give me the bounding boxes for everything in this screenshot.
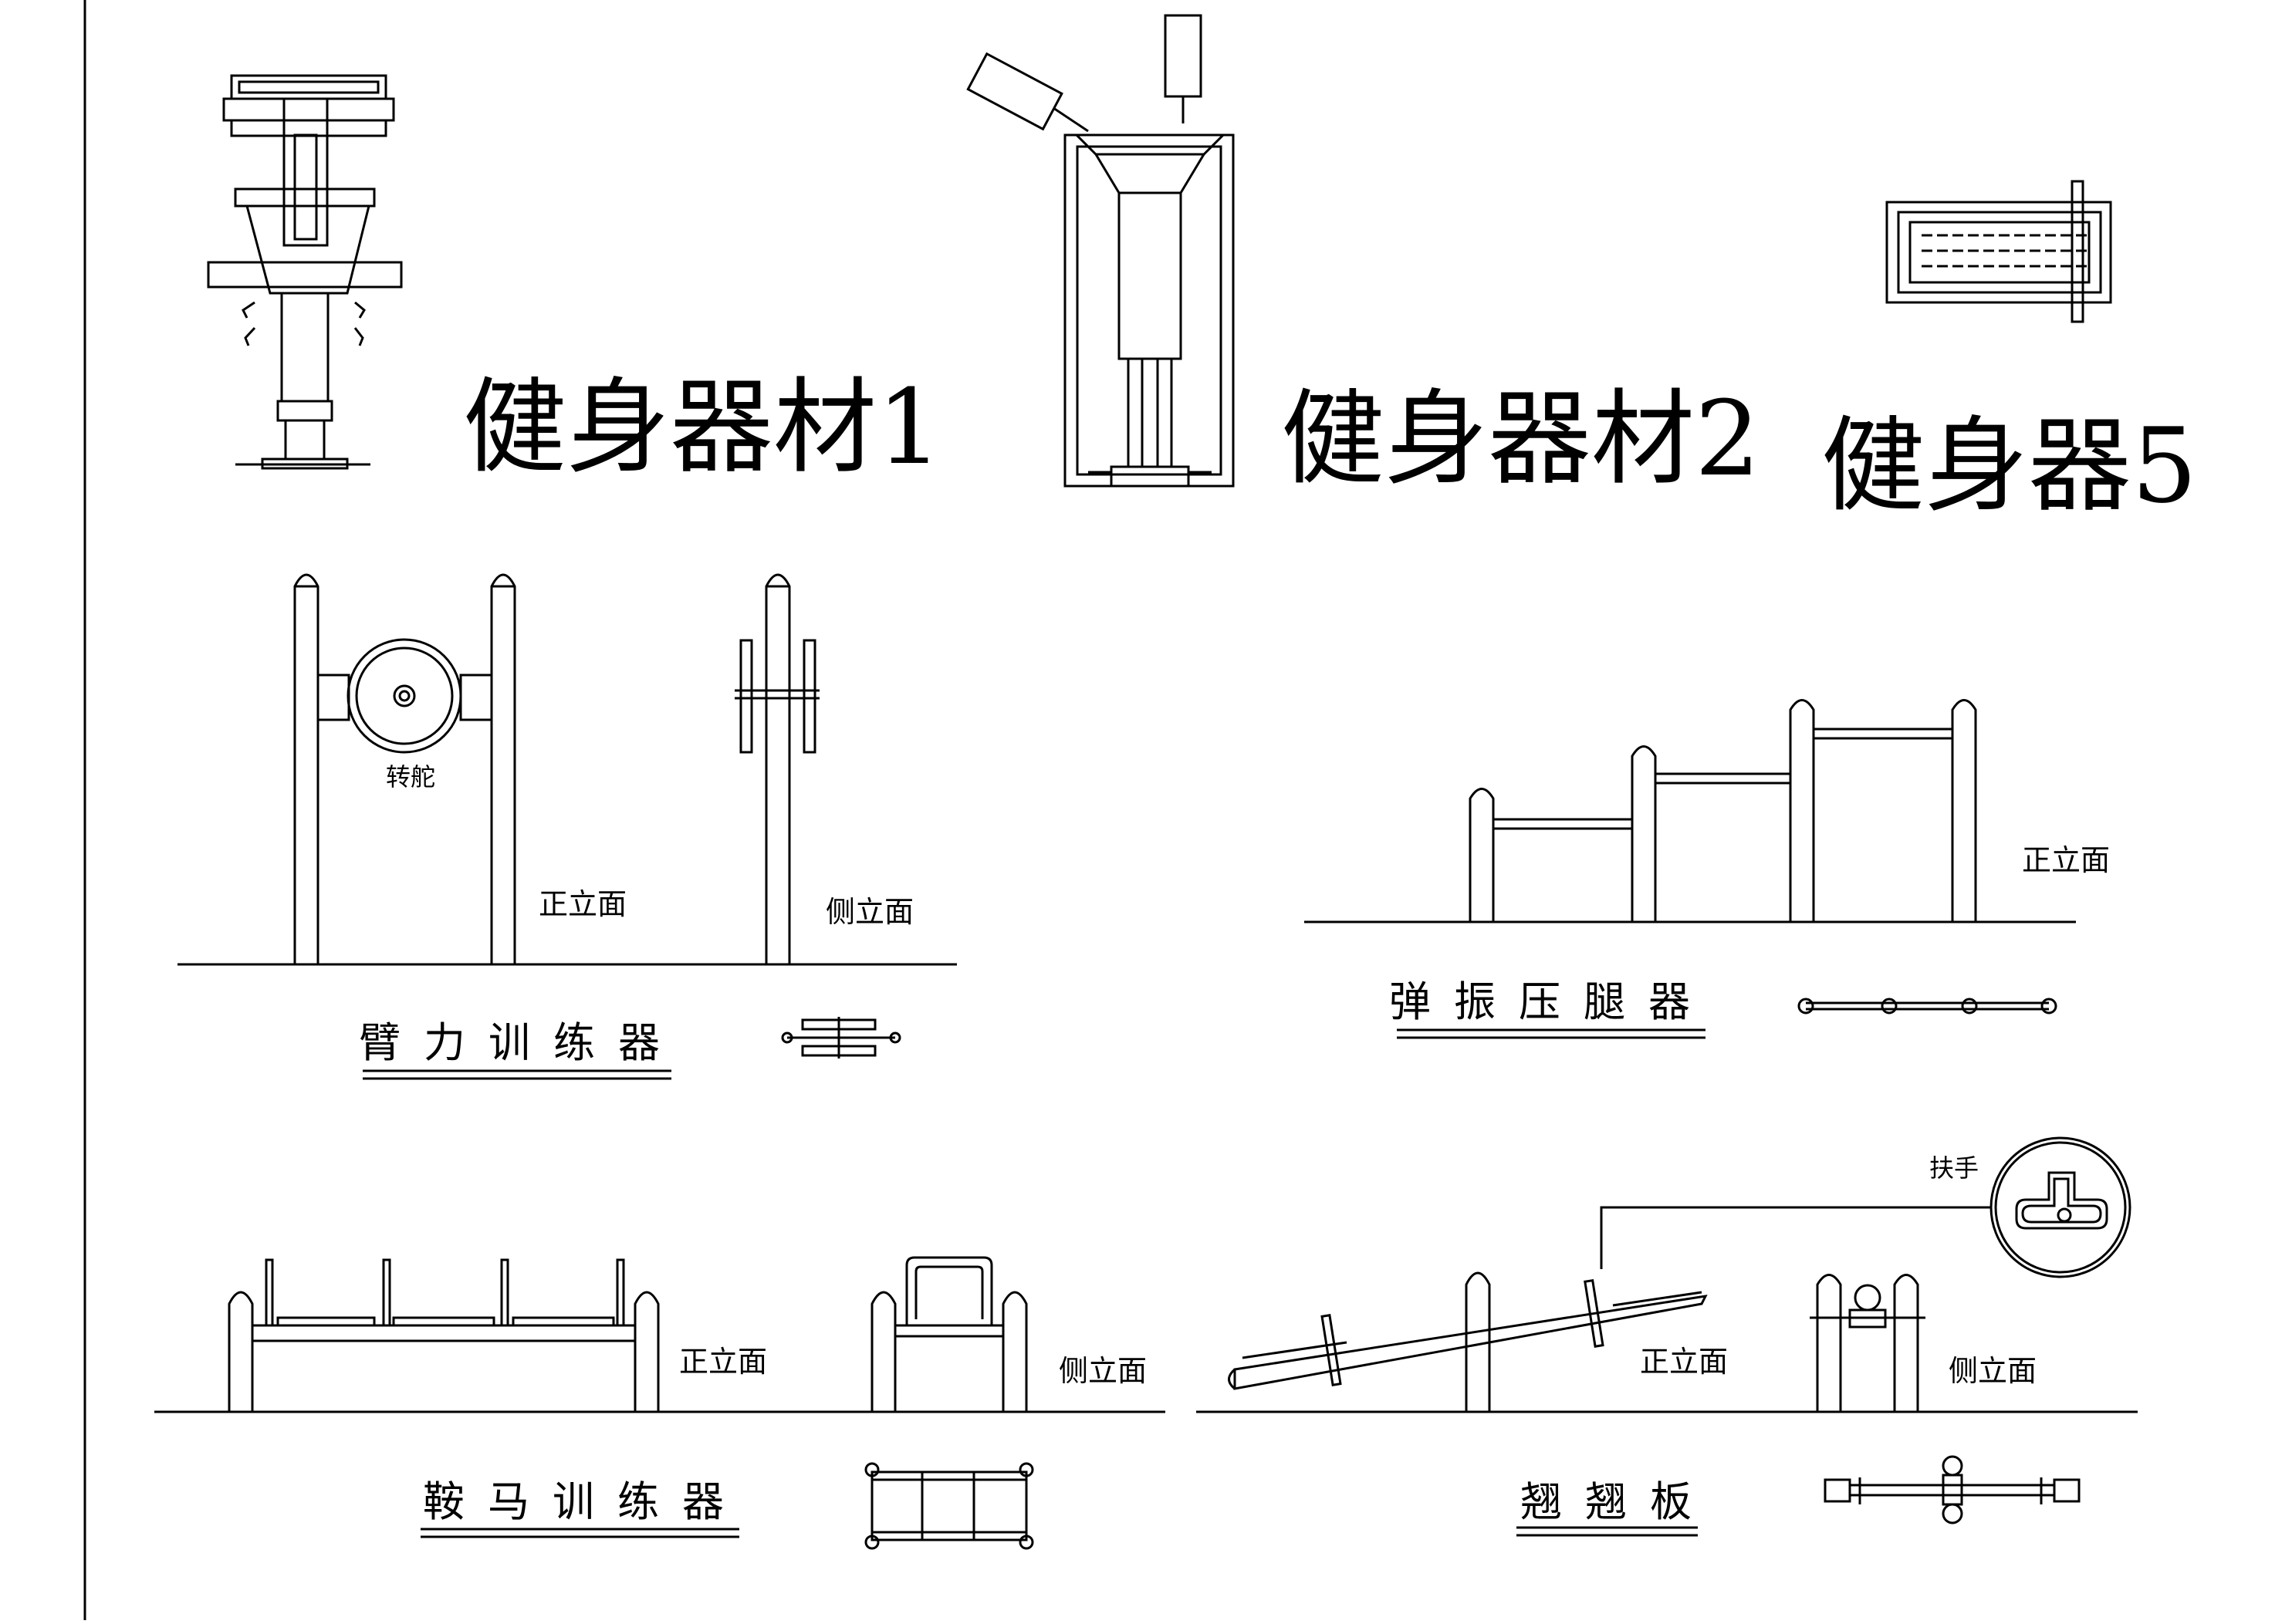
arm-trainer-front-view — [177, 573, 957, 966]
seesaw-side-view — [1810, 1274, 1925, 1412]
saddle-trainer-plan-view — [864, 1462, 1034, 1550]
saddle-front-label: 正立面 — [679, 1345, 767, 1379]
equipment-1-drawing — [207, 74, 403, 470]
seesaw-plan-view — [1824, 1455, 2081, 1524]
seesaw-front-label: 正立面 — [1640, 1345, 1728, 1379]
seesaw-handle-callout — [1600, 1136, 2131, 1278]
saddle-trainer-title: 鞍马训练器 — [423, 1477, 747, 1526]
seesaw-title: 翘翘板 — [1520, 1477, 1715, 1526]
seesaw-handle-label: 扶手 — [1929, 1153, 1979, 1183]
arm-trainer-plan-view — [781, 1017, 901, 1058]
equipment-2-label: 健身器材2 — [1281, 379, 1760, 499]
arm-trainer-wheel-label: 转舵 — [386, 762, 435, 792]
seesaw-front-view — [1196, 1271, 2138, 1413]
equipment-5-label: 健身器5 — [1821, 406, 2197, 526]
arm-trainer-title: 臂力训练器 — [359, 1018, 683, 1067]
saddle-side-label: 侧立面 — [1059, 1354, 1147, 1388]
arm-trainer-front-label: 正立面 — [539, 887, 627, 921]
leg-press-front-view — [1304, 699, 2076, 923]
equipment-1-label: 健身器材1 — [463, 367, 942, 488]
seesaw-side-label: 侧立面 — [1949, 1354, 2037, 1388]
saddle-trainer-side-view — [870, 1256, 1028, 1412]
arm-trainer-side-label: 侧立面 — [826, 895, 914, 929]
leg-press-front-label: 正立面 — [2022, 843, 2110, 877]
leg-press-title: 弹振压腿器 — [1389, 977, 1713, 1026]
equipment-2-drawing — [966, 14, 1235, 488]
saddle-trainer-front-view — [154, 1258, 1165, 1413]
arm-trainer-side-view — [735, 573, 820, 964]
leg-press-plan-view — [1797, 998, 2057, 1015]
equipment-5-drawing — [1885, 180, 2112, 323]
